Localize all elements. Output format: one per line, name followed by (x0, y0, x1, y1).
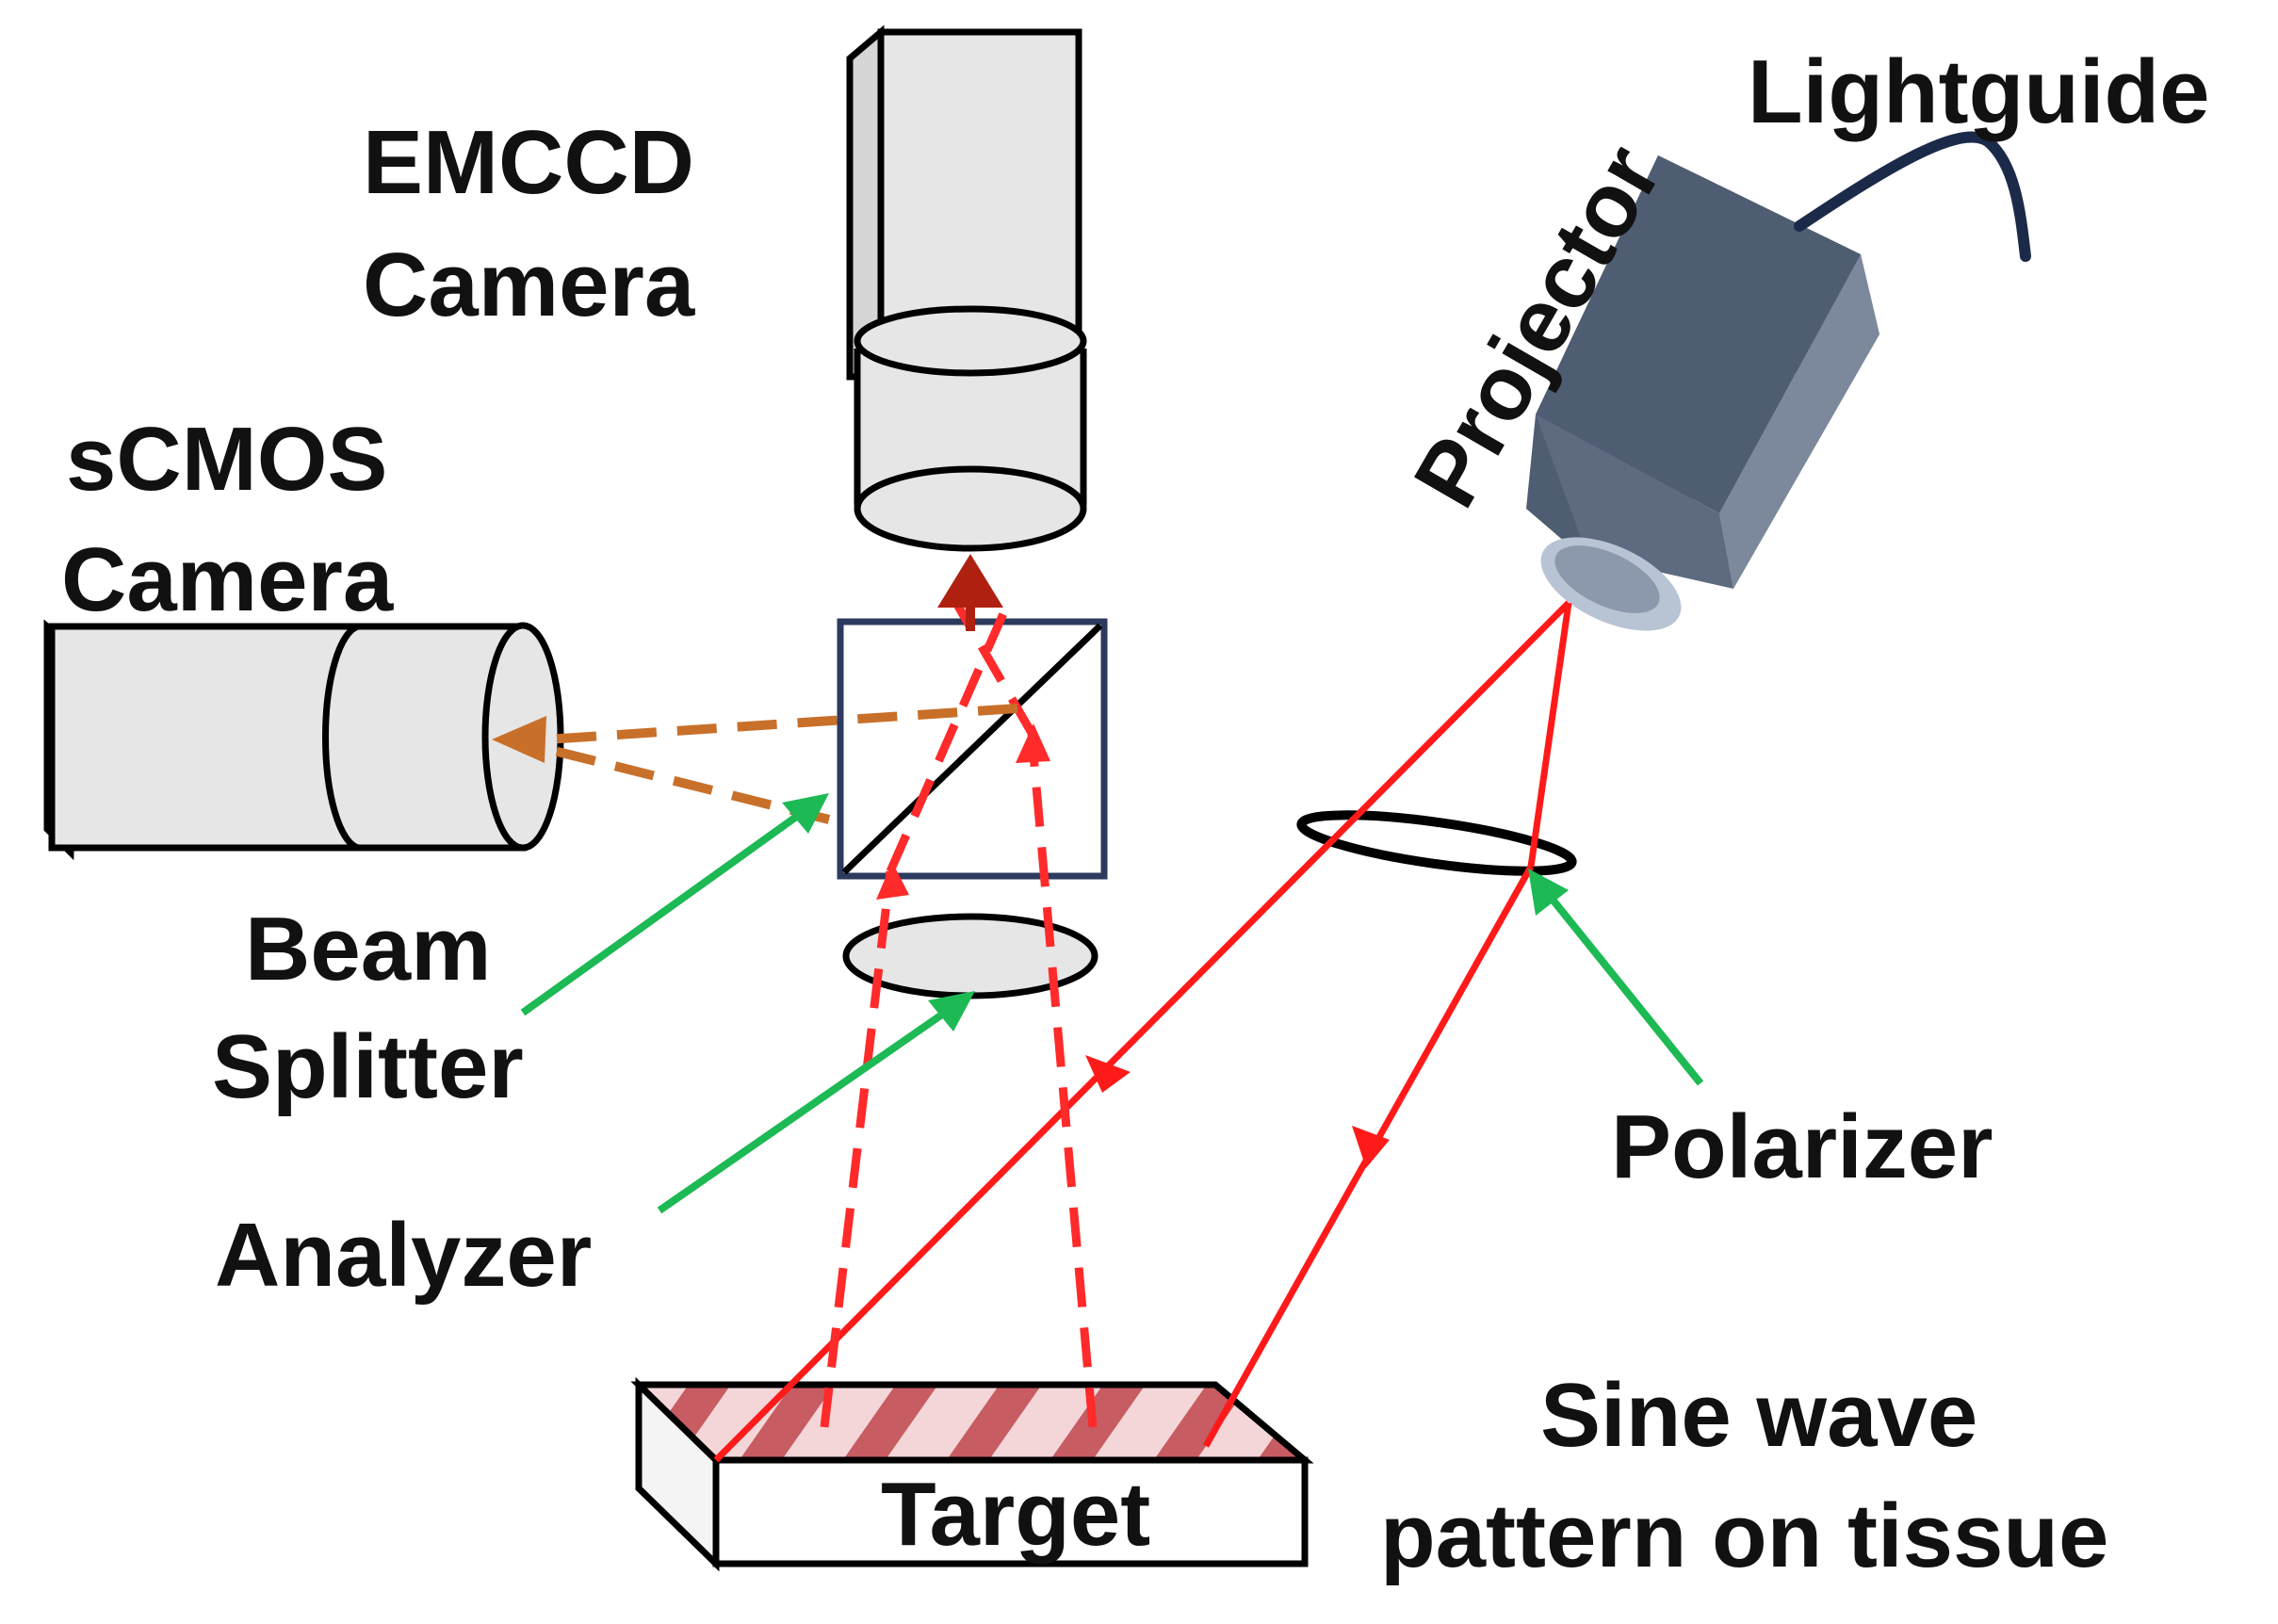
scmos-camera (43, 619, 564, 861)
emccd-camera (846, 24, 1087, 552)
projector (1526, 155, 1879, 631)
polarizer-label: Polarizer (1611, 1096, 1993, 1197)
lightguide-cable (1794, 131, 2031, 262)
illumination-arrowhead-left (1085, 1055, 1131, 1093)
scmos-label-line1: sCMOS (66, 409, 387, 510)
beam-splitter-pointer-head (782, 793, 829, 834)
emccd-arrowhead (937, 554, 1003, 608)
sine-wave-label-line2: pattern on tissue (1380, 1486, 2108, 1586)
emccd-label-line1: EMCCD (363, 112, 694, 213)
analyzer-label: Analyzer (215, 1205, 592, 1306)
polarizer-disk (1296, 810, 1577, 876)
illumination-arrowhead-right (1352, 1126, 1390, 1168)
illumination-beams (713, 600, 1572, 1463)
pointer-arrows (520, 806, 1704, 1214)
analyzer-pointer-head (928, 991, 975, 1031)
emccd-label-line2: Camera (363, 235, 695, 335)
reflected-arrowhead-left (876, 862, 909, 900)
polarizer-pointer-head (1528, 869, 1569, 916)
reflected-arrowhead-right (1016, 723, 1050, 763)
scmos-arrowhead (492, 716, 546, 763)
scmos-label-line2: Camera (61, 529, 394, 630)
target-block (630, 1376, 1314, 1572)
scmos-path (545, 704, 1018, 824)
beam-splitter-label-line2: Splitter (212, 1016, 524, 1117)
lightguide-label: Lightguide (1748, 41, 2210, 142)
beam-splitter-label-line1: Beam (245, 899, 491, 999)
target-label: Target (881, 1464, 1150, 1565)
sine-wave-label-line1: Sine wave (1540, 1365, 1977, 1466)
beam-splitter (837, 618, 1108, 880)
